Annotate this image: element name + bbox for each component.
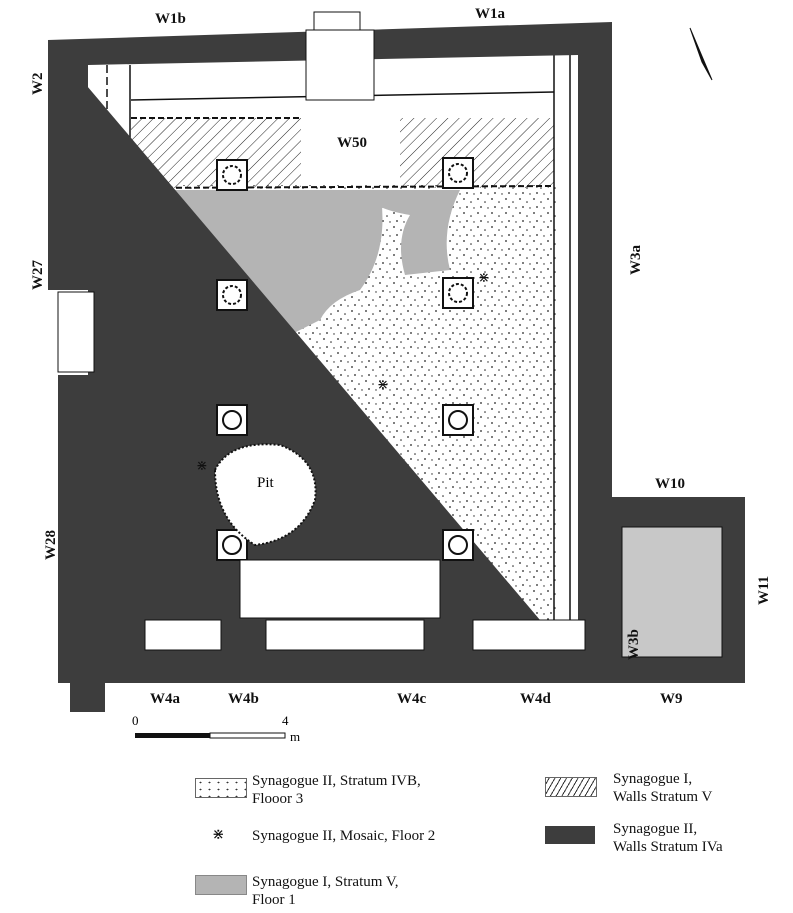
legend-item-walls-v-text: Synagogue I, Walls Stratum V [613,771,713,805]
label-w10: W10 [655,476,685,492]
legend-item-walls-iva: Synagogue II,Walls Stratum IVa [613,821,723,855]
legend-item-mosaic: Synagogue II, Mosaic, Floor 2 [252,828,436,844]
svg-text:m: m [290,729,300,744]
mosaic-marks: ⋇ ⋇ ⋇ [196,271,490,474]
scale-bar: 0 4 m [132,713,300,744]
svg-text:⋇: ⋇ [196,459,208,474]
label-w9: W9 [660,691,683,707]
north-arrow-icon [689,27,713,81]
legend-swatch-hatched [545,777,597,797]
pit [213,443,317,547]
wall-stratum-v-east [400,118,554,188]
mosaic-icon: ⋇ [212,827,225,843]
svg-text:⋇: ⋇ [377,378,389,393]
svg-text:⋇: ⋇ [478,271,490,286]
svg-text:4: 4 [282,713,289,728]
legend-item-floor-1: Synagogue I, Stratum V,Floor 1 [252,874,399,908]
label-w50: W50 [337,135,367,151]
label-w1b: W1b [155,11,186,27]
floor-1-area-east [370,190,460,275]
label-w4c: W4c [397,691,427,707]
legend-swatch-dark [545,826,595,844]
label-pit: Pit [257,475,275,491]
legend-swatch-gray [195,875,247,895]
label-w4d: W4d [520,691,552,707]
label-w1a: W1a [475,6,506,22]
label-w4a: W4a [150,691,181,707]
annex-floor [621,526,723,658]
svg-text:0: 0 [132,713,139,728]
label-w4b: W4b [228,691,259,707]
north-doorway [305,29,375,101]
label-w28: W28 [43,530,59,560]
label-w3b: W3b [626,629,642,660]
label-w27: W27 [30,260,46,291]
legend-swatch-dotted [195,778,247,798]
label-w3a: W3a [628,245,644,276]
legend-item-floor-3: Synagogue II, Stratum IVB,Flooor 3 [252,773,421,807]
label-w2: W2 [30,73,46,96]
label-w11: W11 [756,576,772,605]
